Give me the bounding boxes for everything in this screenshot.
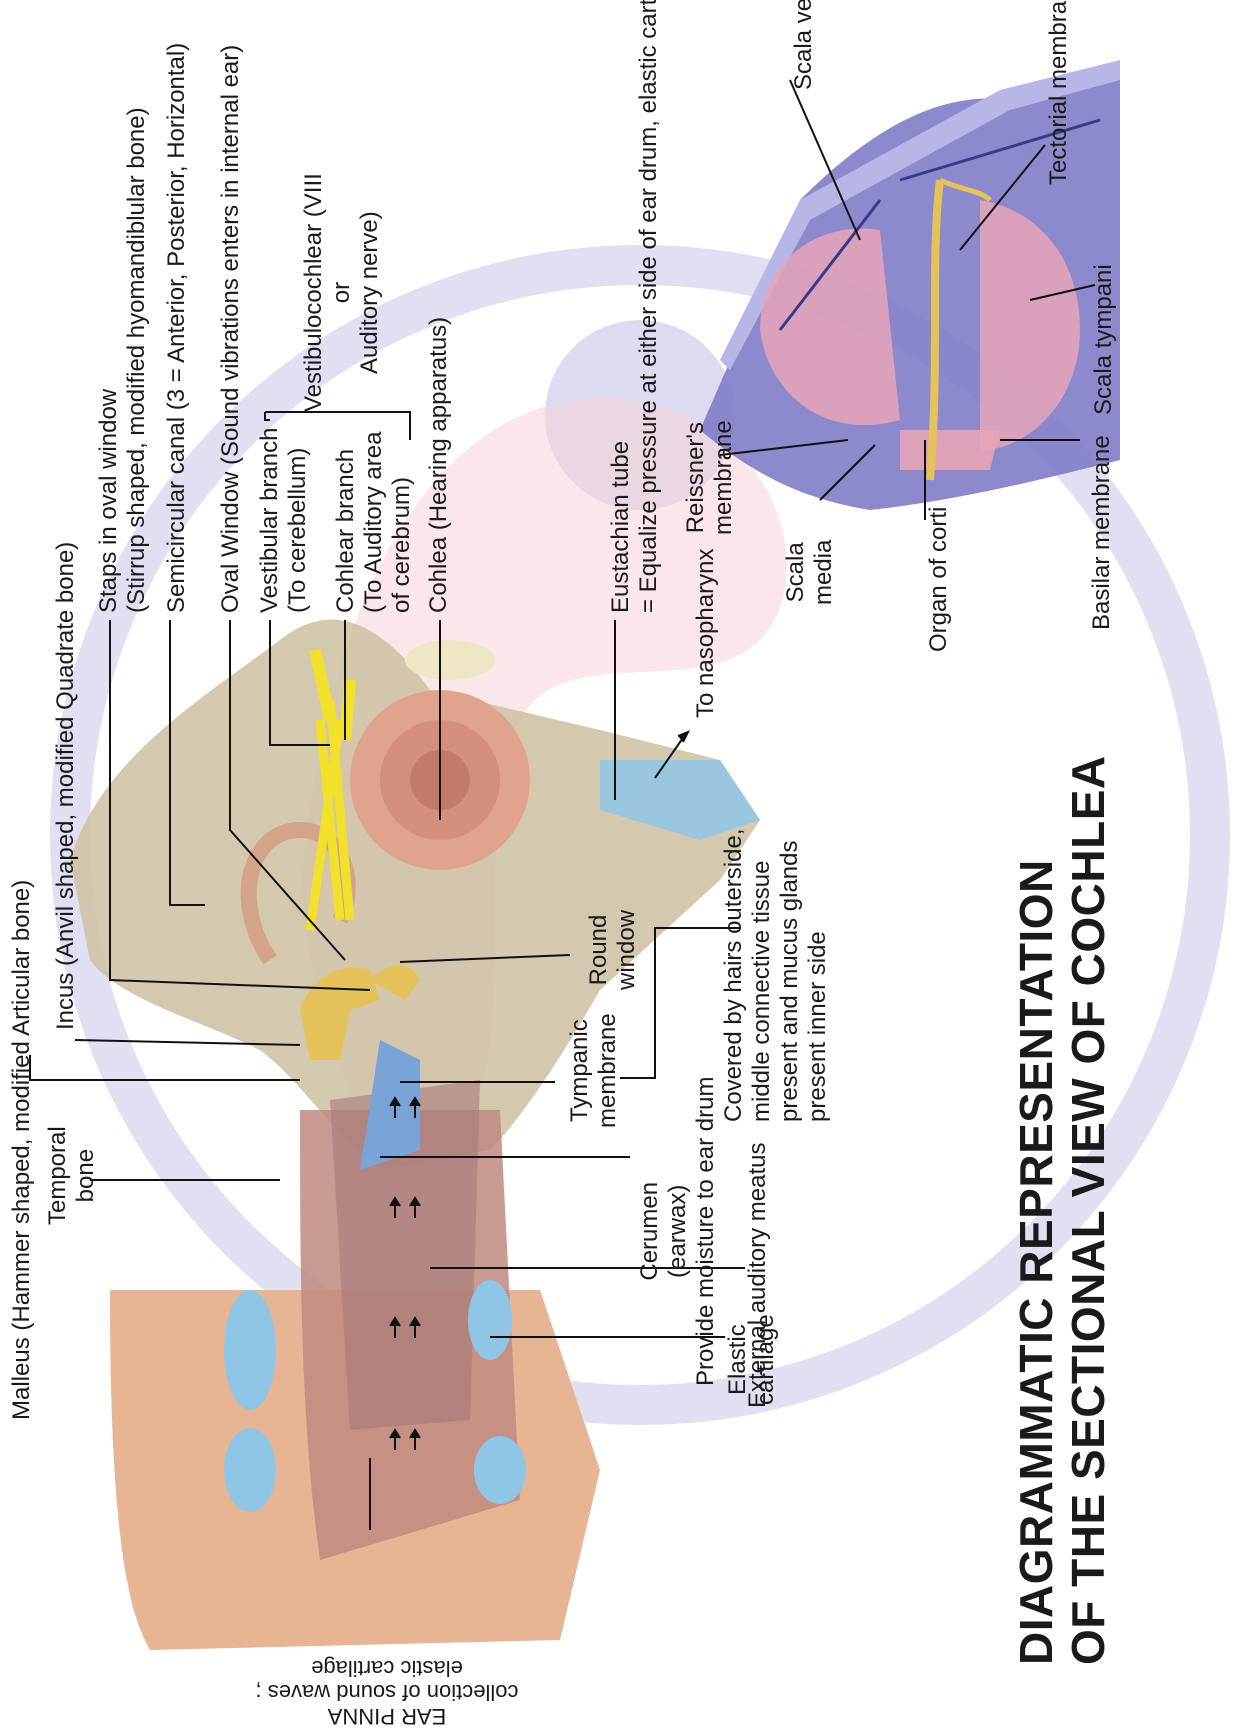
label-tympanic-line1: Tympanic <box>566 1013 594 1128</box>
label-basilar-text: Basilar membrane <box>1088 435 1116 630</box>
label-incus-text: Incus (Anvil shaped, modified Quadrate b… <box>52 542 80 1030</box>
label-malleus-text: Malleus (Hammer shaped, modified Articul… <box>8 880 36 1420</box>
label-oval-window: Oval Window (Sound vibrations enters in … <box>217 45 245 613</box>
label-round-line2: window <box>613 910 641 990</box>
label-scala-vest-text: Scala vest <box>790 0 818 90</box>
label-vestibulocochlear-line1: Vestibulocochlear (VIII <box>300 173 328 412</box>
label-scala-media-line1: Scala <box>782 540 810 605</box>
label-cohlear-line2: (To Auditory area <box>360 432 388 613</box>
label-eustachian: Eustachian tube = Equalize pressure at e… <box>607 0 663 613</box>
label-semicircular-text: Semicircular canal (3 = Anterior, Poster… <box>163 43 191 613</box>
label-reissner-line2: membrane <box>710 420 738 535</box>
label-tympanic: Tympanic membrane <box>566 1013 622 1128</box>
label-elastic-cartilage: Elastic cartilage <box>724 1314 780 1405</box>
diagram-title: DIAGRAMMATIC REPRESENTATION OF THE SECTI… <box>1010 755 1114 1665</box>
label-organ-corti-text: Organ of corti <box>925 507 953 652</box>
label-elastic-line2: cartilage <box>752 1314 780 1405</box>
label-elastic-line1: Elastic <box>724 1314 752 1405</box>
label-cerumen-line3: Provide moisture to ear drum <box>692 1077 720 1386</box>
label-cohlea: Cohlea (Hearing apparatus) <box>425 317 453 613</box>
label-temporal-line2: bone <box>72 1126 100 1225</box>
label-ear-pinna: EAR PINNA collection of sound waves ; el… <box>252 1656 522 1728</box>
label-cohlea-text: Cohlea (Hearing apparatus) <box>425 317 453 613</box>
label-pinna-line2: collection of sound waves ; <box>252 1680 522 1704</box>
label-cerumen-line2: (earwax) <box>664 1077 692 1386</box>
label-vestibulocochlear: Vestibulocochlear (VIII or Auditory nerv… <box>300 173 384 412</box>
label-cohlear: Cohlear branch (To Auditory area of cere… <box>332 432 416 613</box>
label-temporal-bone: Temporal bone <box>44 1126 100 1225</box>
label-malleus: Malleus (Hammer shaped, modified Articul… <box>8 880 36 1420</box>
label-scala-vest: Scala vest <box>790 0 818 90</box>
label-reissner: Reissner's membrane <box>682 420 738 535</box>
label-vestibular: Vestibular branch (To cerebellum) <box>256 428 312 613</box>
diagram-title-line2: OF THE SECTIONAL VIEW OF COCHLEA <box>1062 755 1114 1665</box>
label-tympanic-line2: membrane <box>594 1013 622 1128</box>
label-cohlear-line3: of cerebrum) <box>388 432 416 613</box>
label-tectorial: Tectorial membrane <box>1045 0 1073 185</box>
label-pinna-line1: EAR PINNA <box>252 1704 522 1728</box>
label-round-window: Round window <box>585 910 641 990</box>
label-cohlear-line1: Cohlear branch <box>332 432 360 613</box>
label-reissner-line1: Reissner's <box>682 420 710 535</box>
label-covered-line1: Covered by hairs outerside, <box>720 829 748 1122</box>
label-vestibular-line2: (To cerebellum) <box>284 428 312 613</box>
label-basilar: Basilar membrane <box>1088 435 1116 630</box>
label-staps-line1: Staps in oval window <box>95 107 123 613</box>
label-round-line1: Round <box>585 910 613 990</box>
label-oval-window-text: Oval Window (Sound vibrations enters in … <box>217 45 245 613</box>
label-organ-corti: Organ of corti <box>925 507 953 652</box>
label-scala-media: Scala media <box>782 540 838 605</box>
label-scala-tympani-text: Scala tympani <box>1090 264 1118 415</box>
leader-malleus <box>30 1055 300 1080</box>
label-scala-media-line2: media <box>810 540 838 605</box>
label-pinna-line3: elastic cartilage <box>252 1656 522 1680</box>
label-vestibulocochlear-line3: Auditory nerve) <box>356 173 384 412</box>
label-staps: Staps in oval window (Stirrup shaped, mo… <box>95 107 151 613</box>
label-covered-line2: middle connective tissue <box>748 829 776 1122</box>
label-covered-line3: present and mucus glands <box>776 829 804 1122</box>
label-nasopharynx: To nasopharynx <box>692 549 720 718</box>
label-tectorial-text: Tectorial membrane <box>1045 0 1073 185</box>
label-covered-line4: present inner side <box>804 829 832 1122</box>
label-cerumen-line1: Cerumen <box>636 1077 664 1386</box>
label-temporal-line1: Temporal <box>44 1126 72 1225</box>
label-cerumen: Cerumen (earwax) Provide moisture to ear… <box>636 1077 720 1386</box>
label-eustachian-line2: = Equalize pressure at either side of ea… <box>635 0 663 613</box>
label-scala-tympani: Scala tympani <box>1090 264 1118 415</box>
label-semicircular: Semicircular canal (3 = Anterior, Poster… <box>163 43 191 613</box>
label-vestibular-line1: Vestibular branch <box>256 428 284 613</box>
label-covered: Covered by hairs outerside, middle conne… <box>720 829 832 1122</box>
label-eustachian-line1: Eustachian tube <box>607 0 635 613</box>
label-vestibulocochlear-line2: or <box>328 173 356 412</box>
label-staps-line2: (Stirrup shaped, modified hyomandiblular… <box>123 107 151 613</box>
label-incus: Incus (Anvil shaped, modified Quadrate b… <box>52 542 80 1030</box>
diagram-title-line1: DIAGRAMMATIC REPRESENTATION <box>1010 755 1062 1665</box>
label-nasopharynx-text: To nasopharynx <box>692 549 720 718</box>
